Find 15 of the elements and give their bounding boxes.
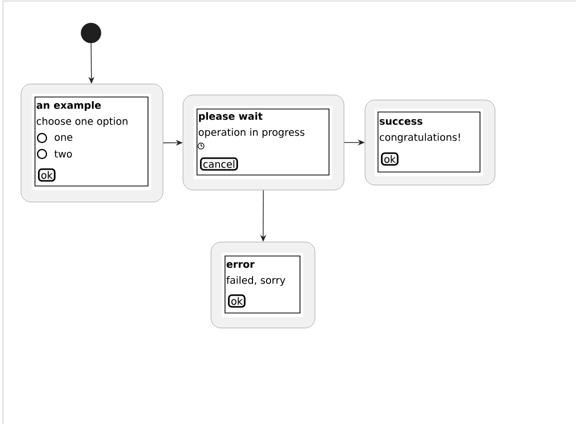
button: ok xyxy=(38,168,56,182)
dialog-text: choose one option xyxy=(36,117,128,127)
dialog-text: failed, sorry xyxy=(226,276,286,286)
dialog-text: operation in progress xyxy=(198,128,304,138)
radio-button: one xyxy=(36,132,72,144)
dialog-title: an example xyxy=(36,101,101,111)
radio-button: two xyxy=(36,148,72,160)
dialog-title: error xyxy=(226,262,255,268)
dialog-text: congratulations! xyxy=(380,133,460,143)
button: cancel xyxy=(200,157,238,171)
start-dot xyxy=(80,22,102,44)
button: ok xyxy=(381,152,398,166)
dialog-title: please wait xyxy=(199,112,262,122)
button: ok xyxy=(228,294,246,308)
dialog-title: success xyxy=(380,119,422,125)
